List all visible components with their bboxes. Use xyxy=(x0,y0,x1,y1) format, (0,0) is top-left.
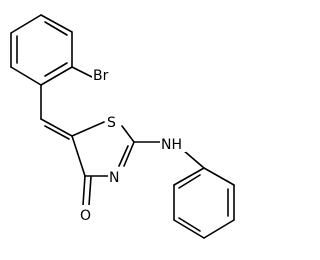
bond-layer xyxy=(10,14,235,239)
bond xyxy=(203,219,235,239)
bond xyxy=(203,167,235,186)
bond xyxy=(121,125,135,143)
ring-nitrogen-label: N xyxy=(109,170,119,186)
bond xyxy=(40,14,73,33)
bond xyxy=(10,14,42,34)
bond xyxy=(182,149,205,169)
amine-nh-label: NH xyxy=(161,137,182,153)
carbonyl-oxygen-label: O xyxy=(80,208,91,224)
bond xyxy=(71,66,93,78)
bond xyxy=(118,145,129,167)
label-background xyxy=(108,167,122,185)
bond xyxy=(44,62,68,77)
label-background xyxy=(106,112,120,130)
bond xyxy=(82,175,86,206)
bond xyxy=(173,167,205,186)
bond xyxy=(71,121,105,137)
bond xyxy=(178,217,201,232)
atom-label-layer: Br S NH N O xyxy=(79,65,186,224)
bond xyxy=(10,66,42,86)
bond xyxy=(44,21,68,36)
bromine-label: Br xyxy=(93,68,109,84)
label-background xyxy=(79,205,94,223)
label-background xyxy=(92,65,114,83)
bond xyxy=(71,135,86,177)
bond xyxy=(178,174,201,189)
bond xyxy=(40,66,73,86)
sulfur-label: S xyxy=(107,115,116,131)
bond xyxy=(123,141,135,167)
bond xyxy=(40,118,73,137)
label-background xyxy=(160,134,186,152)
bond xyxy=(173,219,205,239)
bond xyxy=(44,125,70,140)
structure-diagram: Br S NH N O xyxy=(10,14,235,239)
bond xyxy=(88,176,92,206)
